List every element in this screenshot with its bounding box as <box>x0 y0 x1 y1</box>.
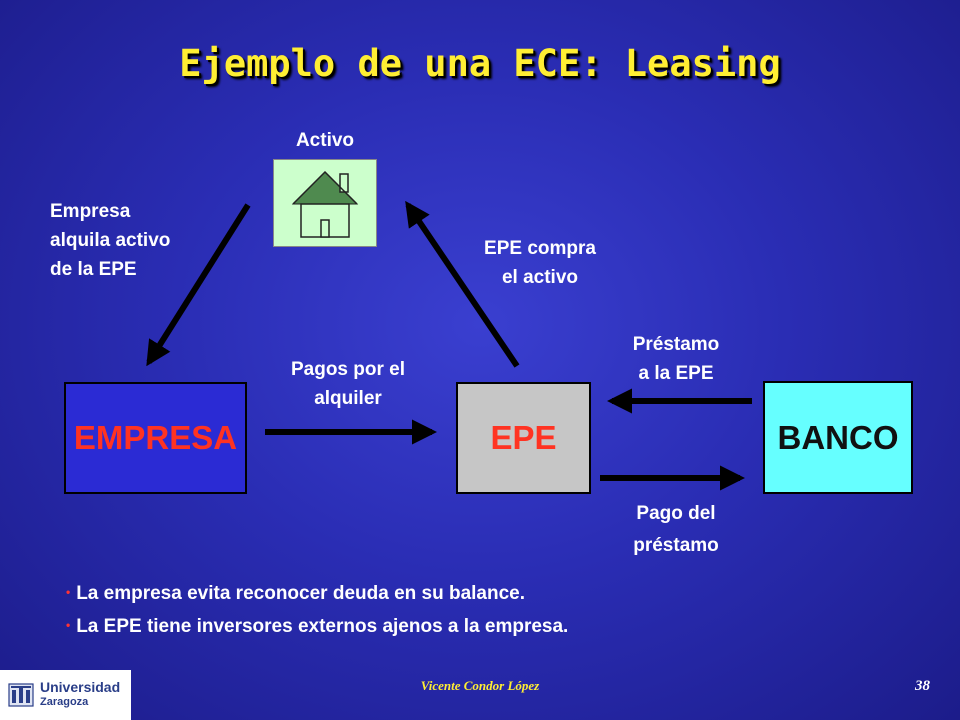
label-pagos-alquiler: Pagos por el alquiler <box>290 359 406 409</box>
university-crest-icon <box>8 683 34 707</box>
node-empresa: EMPRESA <box>64 382 247 494</box>
node-banco: BANCO <box>763 381 913 494</box>
house-icon <box>291 170 359 238</box>
footer-author: Vicente Condor López <box>420 678 540 693</box>
bullet-item: •La empresa evita reconocer deuda en su … <box>66 583 526 604</box>
bullet-marker-icon: • <box>66 618 71 632</box>
logo-sub-text: Zaragoza <box>40 696 89 708</box>
bullet-item: •La EPE tiene inversores externos ajenos… <box>66 616 569 637</box>
label-pago-prestamo: Pago del préstamo <box>633 503 719 556</box>
label-epe-compra: EPE compra el activo <box>484 238 596 288</box>
asset-box <box>273 159 377 247</box>
logo-main-text: Universidad <box>40 679 121 695</box>
label-empresa-alquila: Empresa alquila activo de la EPE <box>50 201 171 280</box>
bullet-marker-icon: • <box>66 585 71 599</box>
label-prestamo: Préstamo a la EPE <box>632 334 720 384</box>
slide-title: Ejemplo de una ECE: Leasing <box>179 42 781 85</box>
asset-label: Activo <box>295 130 355 151</box>
arrow-epe-to-activo <box>405 200 520 368</box>
bullet-list: •La empresa evita reconocer deuda en su … <box>66 578 568 644</box>
page-number: 38 <box>915 678 930 694</box>
node-epe: EPE <box>456 382 591 494</box>
arrow-activo-to-empresa <box>146 203 251 367</box>
university-logo: Universidad Zaragoza <box>0 670 131 720</box>
